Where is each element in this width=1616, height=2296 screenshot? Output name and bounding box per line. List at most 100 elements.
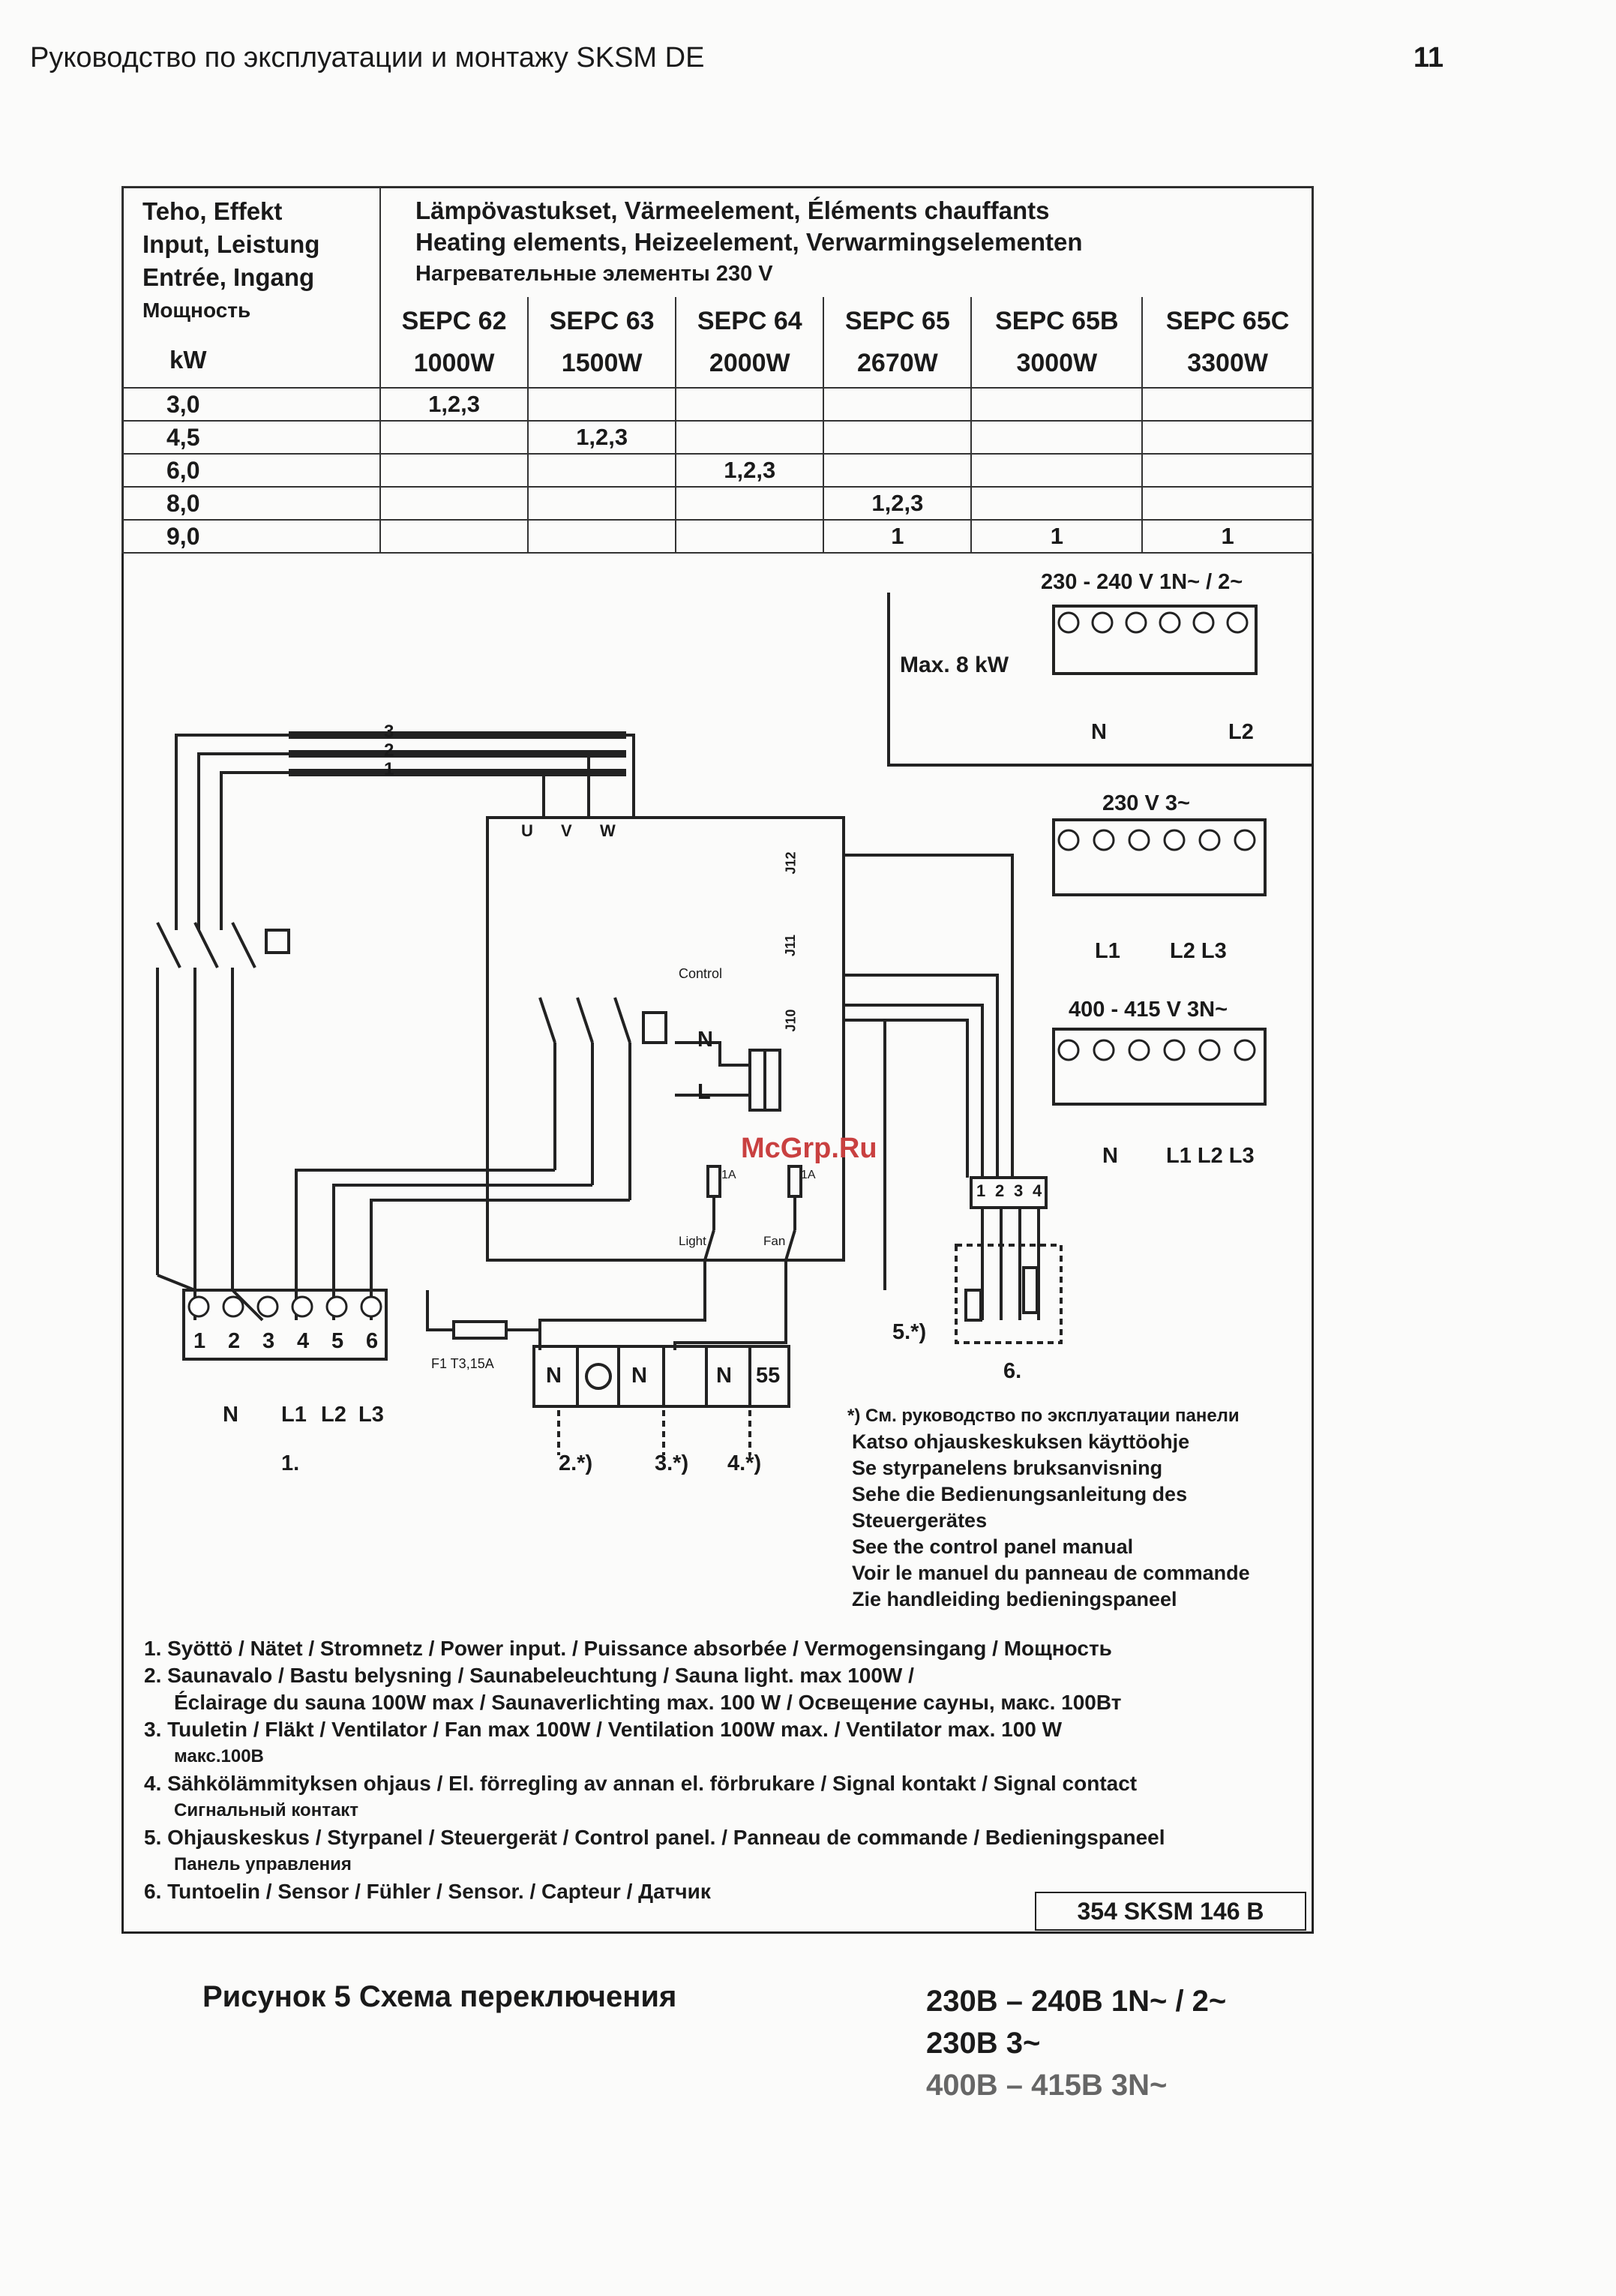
legend-item: 1. Syöttö / Nätet / Stromnetz / Power in… — [144, 1637, 1112, 1660]
table-row: 8,0 1,2,3 — [121, 486, 1314, 521]
note-line: See the control panel manual — [852, 1535, 1134, 1558]
item-3-label: 3.*) — [655, 1451, 689, 1475]
output-terminal-block — [532, 1345, 790, 1408]
power-header-line: Entrée, Ingang — [142, 263, 315, 291]
sensor-terminal-number: 2 — [995, 1181, 1005, 1200]
power-header-line: Input, Leistung — [142, 230, 320, 258]
max-power-label: Max. 8 kW — [900, 653, 1009, 677]
main-terminal-block — [182, 1289, 388, 1361]
voltage-item: 230В – 240В 1N~ / 2~ — [926, 1985, 1227, 2018]
element-cell — [1141, 486, 1314, 521]
voltage-list: 230В – 240В 1N~ / 2~ 230В 3~ 400В – 415В… — [926, 1980, 1226, 2106]
power-cell: 4,5 — [121, 420, 381, 455]
model-wattage: 2000W — [709, 349, 790, 377]
element-cell — [970, 420, 1144, 455]
terminal-screw — [222, 1295, 244, 1318]
voltage-item: 400В – 415В 3N~ — [926, 2069, 1168, 2102]
v230-3-l1: L1 — [1095, 939, 1120, 963]
model-wattage: 2670W — [857, 349, 938, 377]
terminal-screw — [291, 1295, 313, 1318]
voltage-item: 230В 3~ — [926, 2027, 1041, 2060]
main-terminal-number: 5 — [331, 1329, 344, 1353]
board-w: W — [600, 821, 616, 840]
element-cell — [527, 519, 677, 554]
terminal-screw — [1128, 829, 1150, 851]
terminal-screw — [1192, 611, 1215, 634]
terminal-strip-400v — [1052, 1028, 1267, 1106]
max-box-outline — [887, 593, 1314, 767]
element-cell — [823, 420, 973, 455]
output-terminal-label: N — [546, 1364, 562, 1388]
element-cell: 1,2,3 — [675, 453, 825, 488]
element-cell — [379, 486, 529, 521]
main-terminal-number: 6 — [366, 1329, 379, 1353]
page-number: 11 — [1413, 42, 1444, 74]
terminal-screw — [1057, 829, 1080, 851]
element-cell — [970, 453, 1144, 488]
board-j11: J11 — [783, 934, 799, 957]
board-fuse-2: 1A — [801, 1169, 816, 1181]
terminal-screw — [256, 1295, 279, 1318]
element-cell — [675, 486, 825, 521]
element-cell: 1 — [970, 519, 1144, 554]
output-terminal-label: 55 — [756, 1364, 781, 1388]
heating-element-table: Teho, Effekt Input, Leistung Entrée, Ing… — [121, 186, 1314, 554]
board-v: V — [561, 821, 572, 840]
rail-label-1: 1 — [384, 759, 394, 779]
max-box-voltage: 230 - 240 V 1N~ / 2~ — [1041, 570, 1243, 594]
model-name: SEPC 65B — [995, 307, 1119, 335]
terminal-screw — [1163, 829, 1186, 851]
item-1-label: 1. — [281, 1451, 300, 1475]
element-cell — [823, 387, 973, 422]
terminal-screw — [1198, 829, 1221, 851]
document-number: 354 SKSM 146 B — [1035, 1892, 1306, 1931]
terminal-screw — [1125, 611, 1147, 634]
v400-title: 400 - 415 V 3N~ — [1069, 998, 1228, 1022]
model-wattage: 3000W — [1016, 349, 1098, 377]
board-control: Control — [679, 966, 723, 981]
element-cell — [970, 387, 1144, 422]
board-light: Light — [679, 1234, 706, 1248]
elements-header-line: Нагревательные элементы 230 V — [415, 262, 773, 286]
element-cell — [675, 420, 825, 455]
model-wattage: 1000W — [413, 349, 495, 377]
v400-lines: L1 L2 L3 — [1166, 1144, 1255, 1168]
output-terminal-label: N — [631, 1364, 647, 1388]
element-cell — [379, 519, 529, 554]
v230-3-title: 230 V 3~ — [1102, 791, 1190, 815]
terminal-screw — [1198, 1039, 1221, 1061]
board-j12: J12 — [783, 851, 799, 875]
model-name: SEPC 65 — [844, 307, 950, 335]
note-line: Zie handleiding bedieningspaneel — [852, 1588, 1177, 1610]
legend: 1. Syöttö / Nätet / Stromnetz / Power in… — [144, 1635, 1314, 1905]
main-l3: L3 — [358, 1403, 384, 1427]
board-n: N — [697, 1028, 713, 1052]
element-cell: 1 — [1141, 519, 1314, 554]
element-cell — [675, 387, 825, 422]
element-cell: 1,2,3 — [379, 387, 529, 422]
element-cell — [379, 453, 529, 488]
note-line: *) См. руководство по эксплуатации панел… — [847, 1406, 1240, 1426]
power-cell: 8,0 — [121, 486, 381, 521]
legend-item: Éclairage du sauna 100W max / Saunaverli… — [174, 1691, 1122, 1714]
legend-item: Сигнальный контакт — [174, 1800, 359, 1820]
legend-item: 6. Tuntoelin / Sensor / Fühler / Sensor.… — [144, 1880, 711, 1903]
legend-item: 4. Sähkölämmityksen ohjaus / El. förregl… — [144, 1772, 1138, 1795]
power-column-header: Teho, Effekt Input, Leistung Entrée, Ing… — [121, 186, 381, 389]
legend-item: 2. Saunavalo / Bastu belysning / Saunabe… — [144, 1664, 914, 1687]
terminal-screw — [1057, 1039, 1080, 1061]
terminal-strip-230v-1n — [1052, 605, 1258, 675]
element-cell: 1,2,3 — [823, 486, 973, 521]
legend-item: 3. Tuuletin / Fläkt / Ventilator / Fan m… — [144, 1718, 1063, 1741]
element-cell — [379, 420, 529, 455]
element-cell — [675, 519, 825, 554]
power-cell: 9,0 — [121, 519, 381, 554]
item-4-label: 4.*) — [727, 1451, 762, 1475]
sensor-terminal-number: 4 — [1033, 1181, 1042, 1200]
element-cell — [527, 486, 677, 521]
